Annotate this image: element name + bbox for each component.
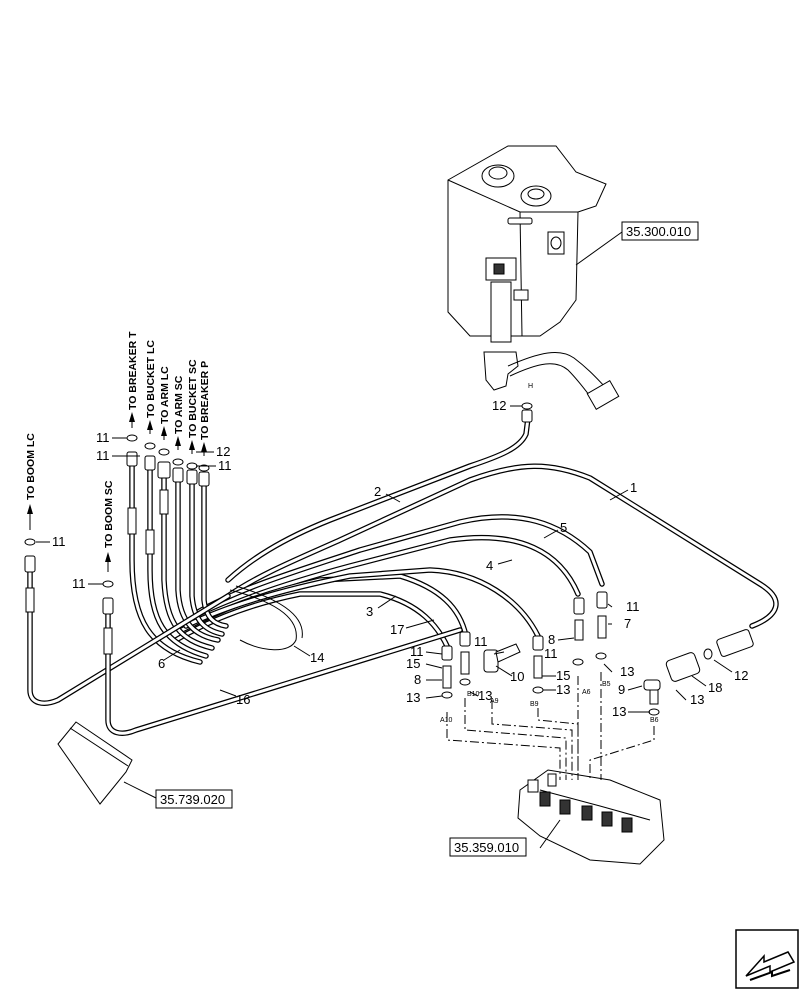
callout-11-g: 11	[474, 634, 488, 649]
callout-13-e: 13	[612, 704, 626, 719]
callout-8-a: 8	[548, 632, 555, 647]
callout-8-b: 8	[414, 672, 421, 687]
callout-12-c: 12	[734, 668, 748, 683]
callout-15-a: 15	[406, 656, 420, 671]
hose-bundle	[27, 415, 779, 736]
port-label-a6: A6	[582, 689, 591, 696]
dest-bucket-sc: TO BUCKET SC	[187, 359, 199, 438]
dest-arm-lc: TO ARM LC	[159, 366, 171, 424]
callout-13-b: 13	[556, 682, 570, 697]
ref-box-valve	[449, 837, 527, 857]
port-label-b6: B6	[650, 717, 659, 724]
callout-7: 7	[624, 616, 631, 631]
callout-11-e: 11	[72, 576, 86, 591]
callout-13-c: 13	[478, 688, 492, 703]
callout-11-h: 11	[410, 644, 424, 659]
view-orientation-icon	[735, 929, 799, 989]
callout-12-b: 12	[492, 398, 506, 413]
callout-13-d: 13	[620, 664, 634, 679]
callout-11-a: 11	[96, 430, 110, 445]
callout-18: 18	[708, 680, 722, 695]
callout-13-f: 13	[690, 692, 704, 707]
callout-12-a: 12	[216, 444, 230, 459]
hydraulic-tank	[447, 145, 620, 410]
callout-3: 3	[366, 604, 373, 619]
dest-bucket-lc: TO BUCKET LC	[145, 340, 157, 418]
port-label-b10: B10	[467, 691, 480, 698]
dest-breaker-t: TO BREAKER T	[127, 331, 139, 410]
ref-box-tank	[621, 221, 699, 241]
callout-13-a: 13	[406, 690, 420, 705]
callout-11-c: 11	[218, 458, 232, 473]
callout-6: 6	[158, 656, 165, 671]
port-label-a9: A9	[490, 698, 499, 705]
callout-leaders	[36, 405, 733, 713]
callout-11-d: 11	[52, 534, 66, 549]
callout-1: 1	[630, 480, 637, 495]
callout-11-f: 11	[626, 599, 640, 614]
callout-5: 5	[560, 520, 567, 535]
callout-15-b: 15	[556, 668, 570, 683]
ref-box-guard	[155, 789, 233, 809]
callout-11-b: 11	[96, 448, 110, 463]
dest-arm-sc: TO ARM SC	[173, 375, 185, 434]
callout-2: 2	[374, 484, 381, 499]
callout-4: 4	[486, 558, 493, 573]
ref-label-guard: 35.739.020	[160, 792, 225, 807]
ref-label-tank: 35.300.010	[626, 224, 691, 239]
callout-17: 17	[390, 622, 404, 637]
dest-breaker-p: TO BREAKER P	[199, 361, 211, 440]
upper-hose-fittings	[24, 409, 533, 655]
callout-11-i: 11	[544, 646, 558, 661]
port-connection-lines	[446, 672, 655, 780]
dest-boom-lc: TO BOOM LC	[25, 433, 37, 500]
control-valve	[517, 769, 665, 865]
dest-boom-sc: TO BOOM SC	[103, 480, 115, 548]
callout-10: 10	[510, 669, 524, 684]
hose-clamp	[229, 585, 303, 651]
valve-side-fittings	[441, 591, 754, 705]
destination-arrows	[27, 412, 207, 572]
callout-14: 14	[310, 650, 324, 665]
ref-label-valve: 35.359.010	[454, 840, 519, 855]
hose-guard	[57, 721, 133, 805]
callout-16: 16	[236, 692, 250, 707]
port-label-a10: A10	[440, 717, 453, 724]
port-label-b5: B5	[602, 681, 611, 688]
o-ring-washers	[24, 402, 713, 716]
callout-9: 9	[618, 682, 625, 697]
port-label-h: H	[528, 383, 533, 390]
port-label-b9: B9	[530, 701, 539, 708]
